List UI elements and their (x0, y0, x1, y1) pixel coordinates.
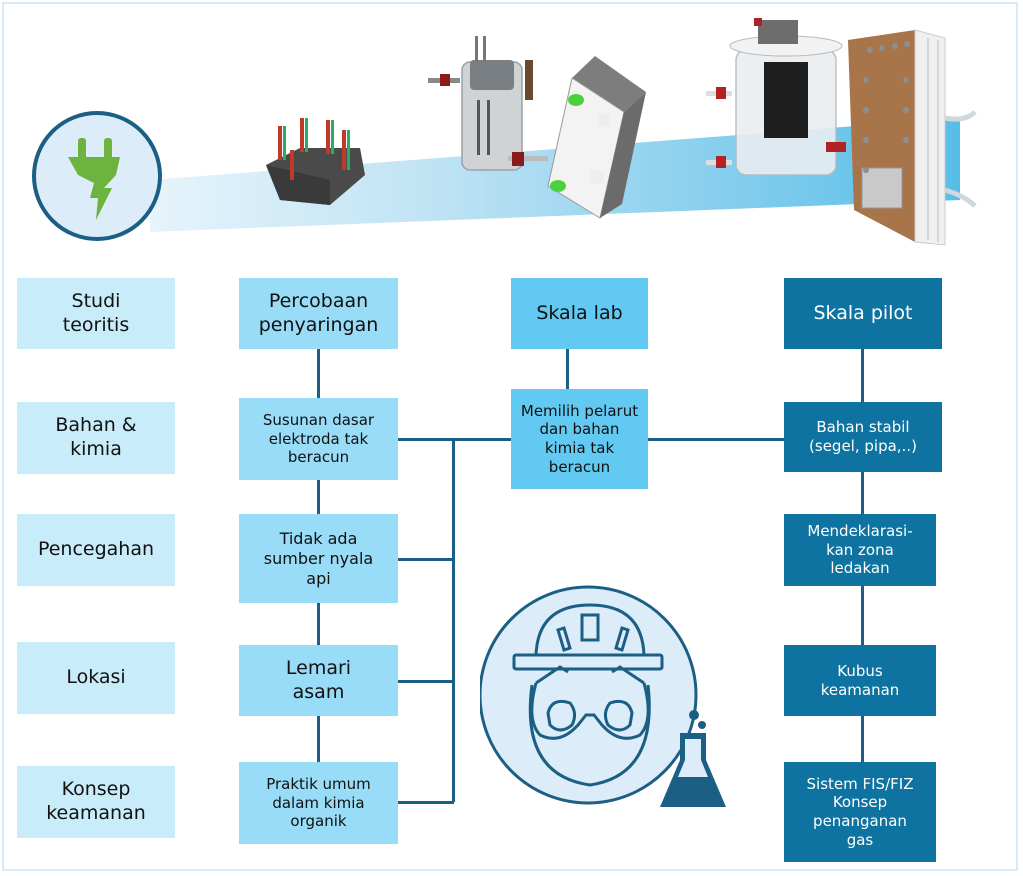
category-pencegahan: Pencegahan (17, 514, 175, 586)
connector-screening-2 (317, 603, 320, 645)
screening-item: Tidak ada sumber nyala api (239, 514, 398, 603)
screening-header: Percobaan penyaringan (239, 278, 398, 349)
connector-lab-header (566, 349, 569, 389)
connector-branch-3 (398, 680, 454, 683)
lab-item: Memilih pelarut dan bahan kimia tak bera… (511, 389, 648, 489)
flow-cell-image (547, 56, 646, 219)
pilot-item: Bahan stabil (segel, pipa,..) (784, 402, 942, 472)
screening-item: Susunan dasar elektroda tak beracun (239, 398, 398, 480)
lab-header: Skala lab (511, 278, 648, 349)
connector-screening-1 (317, 480, 320, 514)
connector-lab-pilot (634, 438, 784, 441)
category-lokasi: Lokasi (17, 642, 175, 714)
connector-screening-bus (452, 438, 455, 802)
connector-screening-header (317, 349, 320, 399)
hero-illustration (32, 18, 977, 246)
pilot-item: Kubus keamanan (784, 645, 936, 716)
flask-icon (660, 710, 726, 807)
connector-pilot-header (861, 349, 864, 402)
electric-plug-icon (32, 111, 162, 241)
pilot-header: Skala pilot (784, 278, 942, 349)
connector-pilot-2 (861, 586, 864, 646)
connector-branch-4 (398, 801, 454, 804)
beaker-reactor-image (706, 18, 846, 176)
connector-screening-3 (317, 716, 320, 762)
category-bahan-kimia: Bahan & kimia (17, 402, 175, 474)
connector-pilot-1 (861, 472, 864, 516)
multi-electrode-cell-image (266, 118, 365, 205)
glass-electrolysis-cell-image (428, 36, 548, 171)
connector-branch-2 (398, 558, 454, 561)
screening-item: Lemari asam (239, 645, 398, 716)
connector-branch-1 (398, 438, 511, 441)
connector-pilot-3 (861, 716, 864, 762)
pilot-item: Mendeklarasi- kan zona ledakan (784, 514, 936, 586)
category-studi-teoritis: Studi teoritis (17, 278, 175, 349)
screening-item: Praktik umum dalam kimia organik (239, 762, 398, 844)
safety-worker-icon (480, 585, 726, 807)
pilot-stack-reactor-image (848, 29, 977, 246)
pilot-item: Sistem FIS/FIZ Konsep penanganan gas (784, 762, 936, 862)
category-konsep-keamanan: Konsep keamanan (17, 766, 175, 838)
